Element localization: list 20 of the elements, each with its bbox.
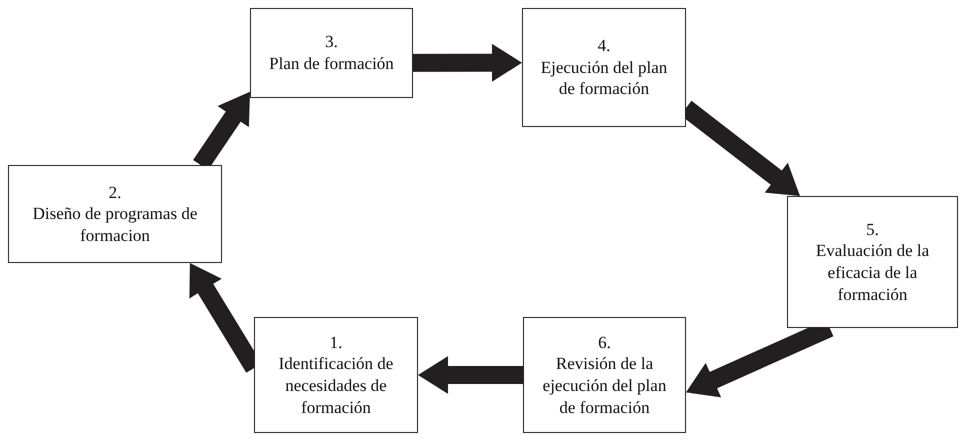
step-label: Identificación de necesidades de formación [278,353,394,418]
block-arrow [413,44,522,82]
process-box [8,165,222,263]
step-number: 6. [598,332,611,354]
step-label: Ejecución del plan de formación [540,56,668,100]
process-box [254,317,418,433]
step-label: Plan de formación [269,53,394,75]
step-label: Revisión de la ejecución del plan de formación [542,353,668,418]
step-number: 2. [108,182,122,204]
step-number: 3. [325,31,338,53]
block-arrow [418,356,523,394]
step-number: 1. [330,332,342,354]
process-box [787,196,958,328]
step-label: Diseño de programas de formacion [32,203,198,246]
process-box [250,8,413,98]
process-box [523,317,686,433]
step-number: 4. [598,35,610,57]
process-box [522,8,686,127]
step-label: Evaluación de la eficacia de la formación [814,240,930,306]
step-number: 5. [866,218,879,240]
